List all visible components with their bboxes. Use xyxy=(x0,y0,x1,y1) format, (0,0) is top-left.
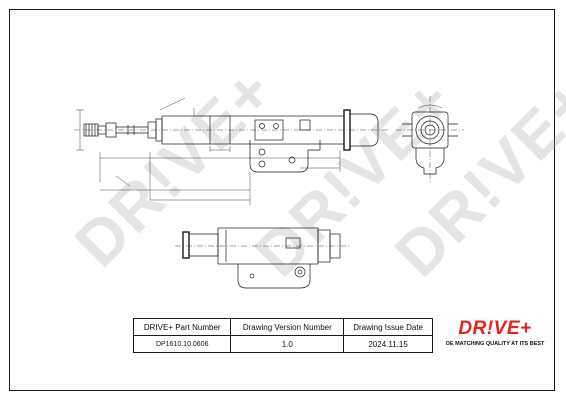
logo-wordmark: DR!VE+ xyxy=(458,318,532,339)
drawing-frame xyxy=(9,9,555,391)
value-version-number: 1.0 xyxy=(230,335,345,353)
value-part-number: DP1610.10.0606 xyxy=(132,335,232,353)
value-issue-date: 2024.11.15 xyxy=(343,335,433,353)
header-version-number: Drawing Version Number xyxy=(230,318,345,336)
shock-absorber-side-view xyxy=(74,109,388,173)
shock-absorber-end-view xyxy=(396,96,464,184)
title-block-header-row: DRIVE+ Part Number Drawing Version Numbe… xyxy=(132,318,433,336)
title-block: DRIVE+ Part Number Drawing Version Numbe… xyxy=(132,318,433,353)
lower-section-view xyxy=(175,227,350,289)
header-issue-date: Drawing Issue Date xyxy=(343,318,433,336)
title-block-value-row: DP1610.10.0606 1.0 2024.11.15 xyxy=(132,335,433,353)
logo-tagline: OE MATCHING QUALITY AT ITS BEST xyxy=(445,341,545,347)
header-part-number: DRIVE+ Part Number xyxy=(132,318,232,336)
dimension-lines xyxy=(76,97,341,205)
brand-logo: DR!VE+ OE MATCHING QUALITY AT ITS BEST xyxy=(437,318,553,352)
